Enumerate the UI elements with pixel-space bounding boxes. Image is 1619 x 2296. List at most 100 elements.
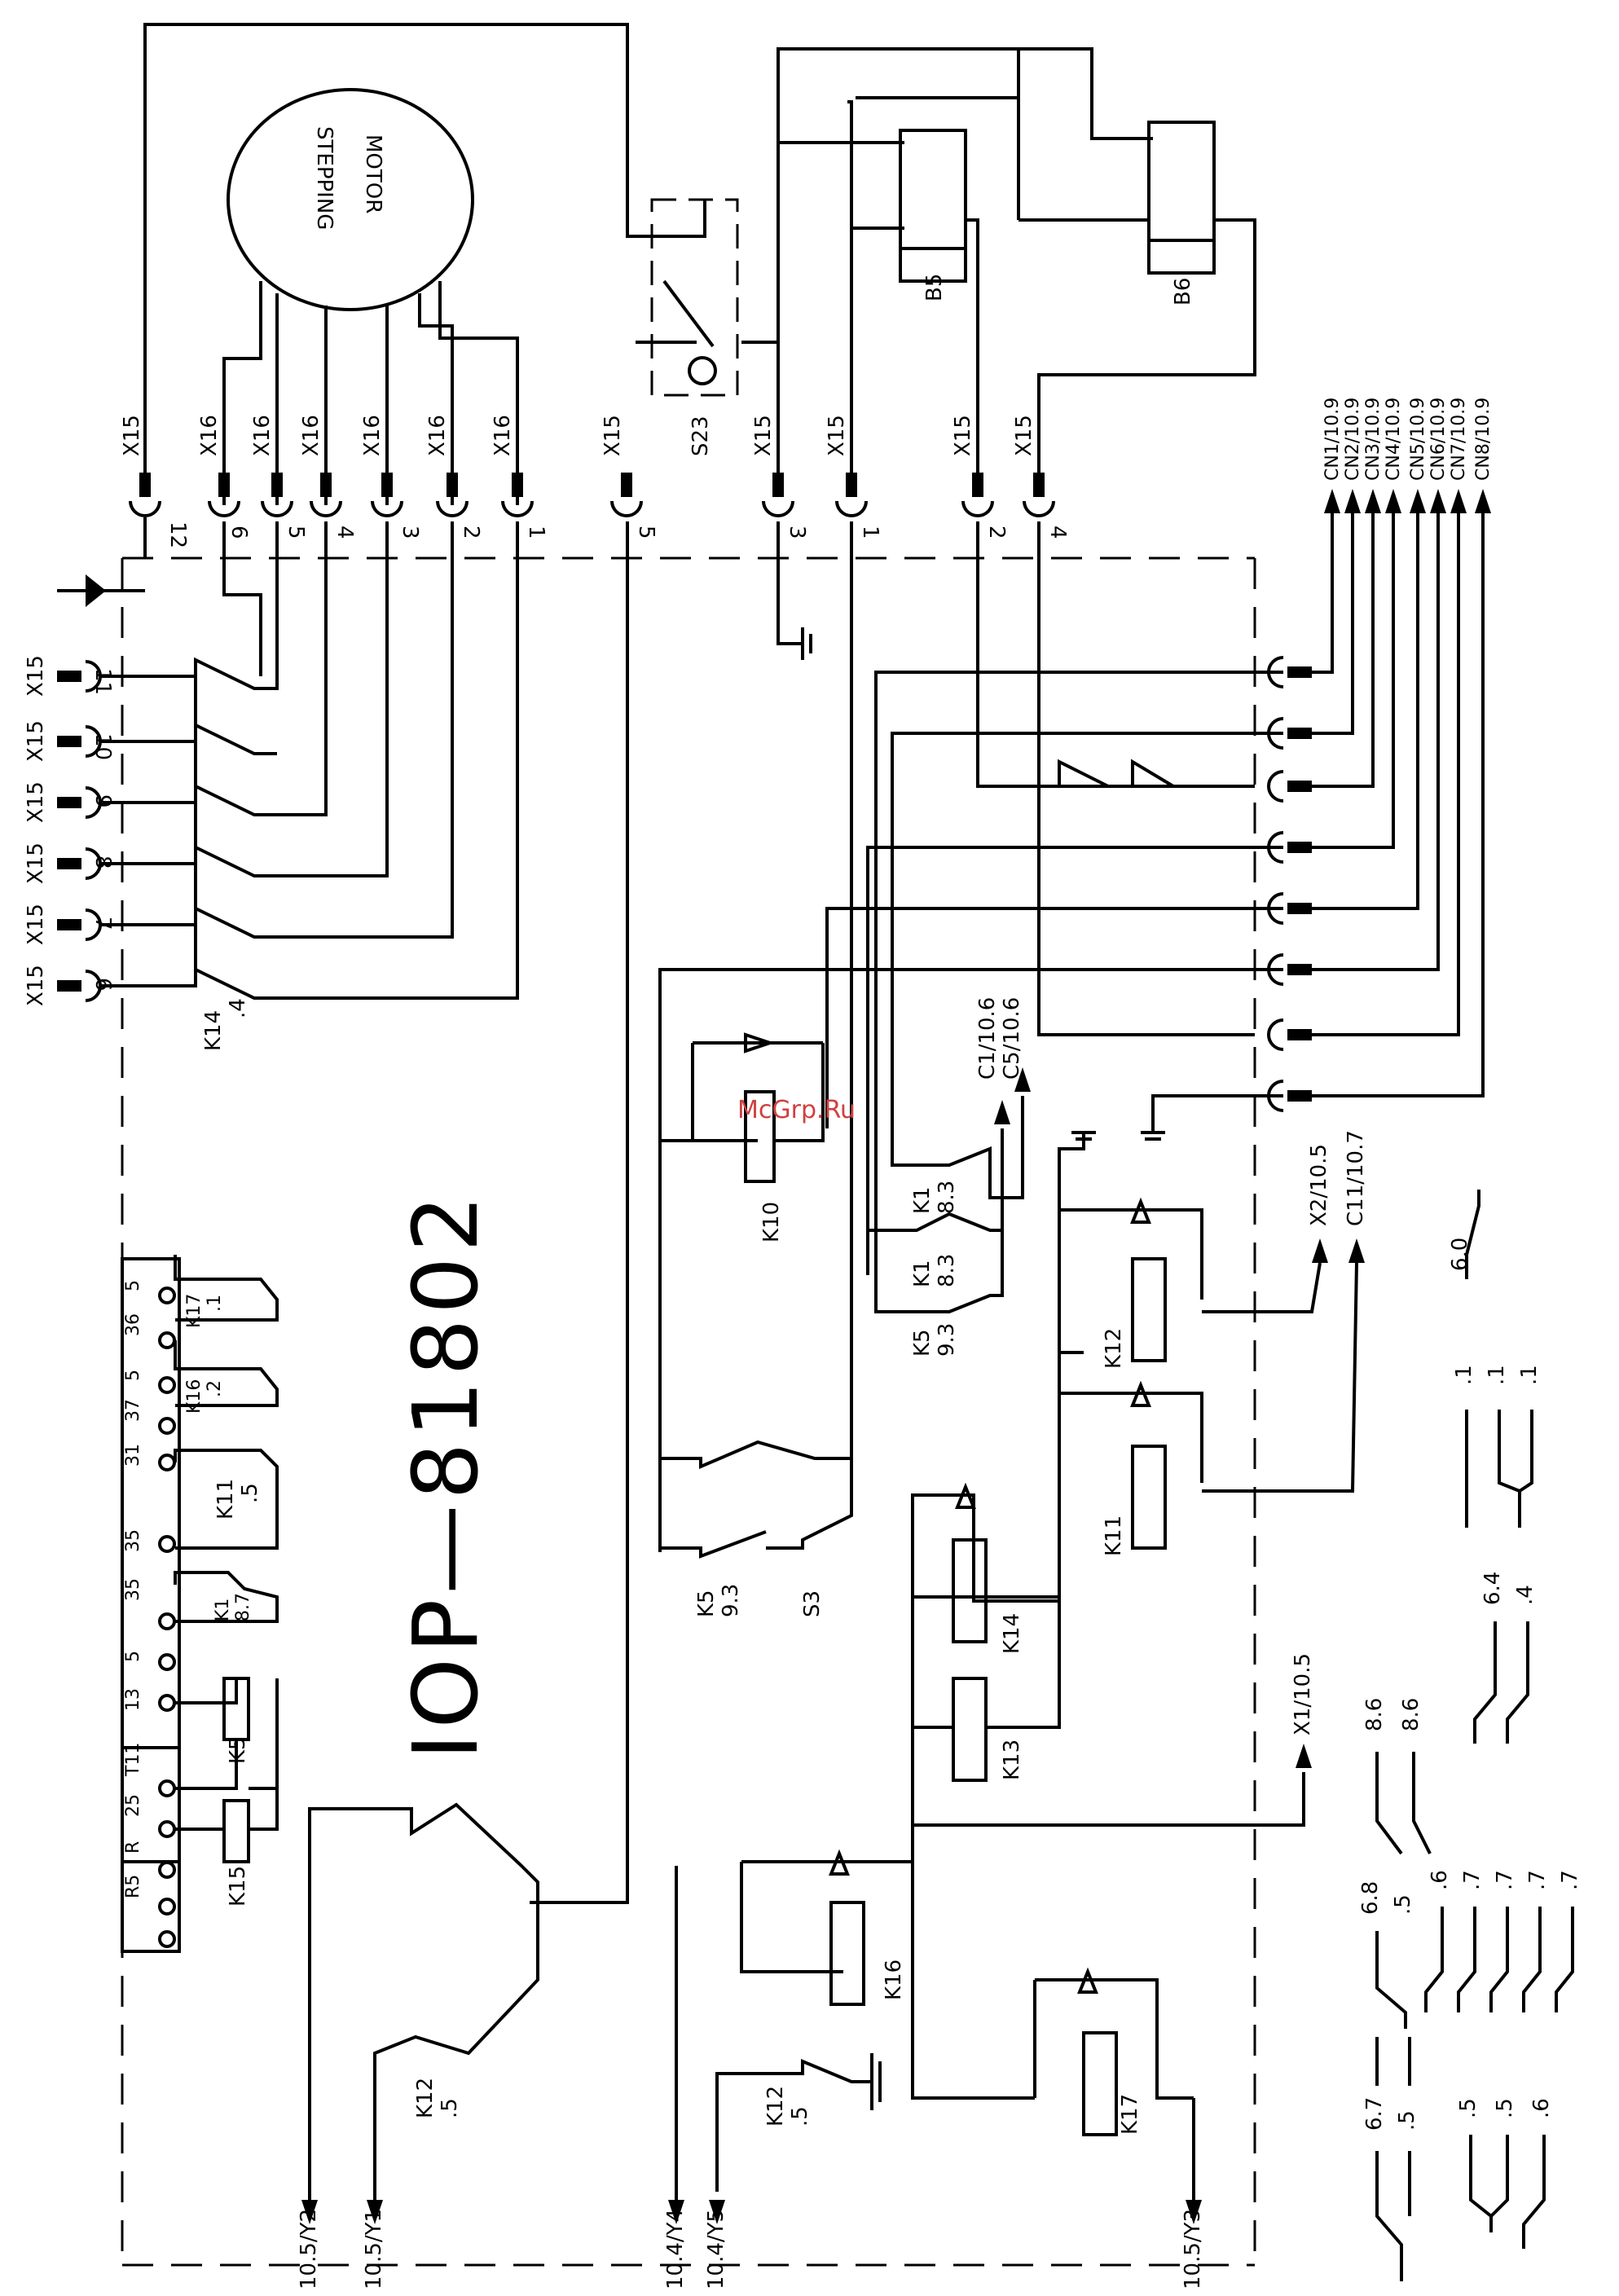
k5-93b-ref: 9.3 — [719, 1584, 743, 1617]
motor-leads — [222, 281, 519, 505]
k14-coil — [952, 1538, 988, 1643]
y2-ref: 10.5/Y2 — [297, 2209, 321, 2289]
top-connector-row: X15 12 X16 6 X16 5 X16 4 X16 3 — [120, 415, 1070, 548]
k1-87-name: K1 — [213, 1599, 233, 1621]
svg-text:11: 11 — [90, 668, 115, 695]
y5-ref: 10.4/Y5 — [704, 2209, 728, 2289]
svg-text:X16: X16 — [491, 415, 515, 456]
k1-83a-name: K1 — [910, 1186, 935, 1214]
connector-x15-5: X15 5 — [601, 415, 658, 539]
x1-ref: X1/10.5 — [1291, 1653, 1315, 1735]
ref-k12-3: .1 — [1517, 1365, 1542, 1385]
cn8-label: CN8/10.9 — [1473, 398, 1494, 481]
svg-text:3: 3 — [398, 526, 422, 539]
svg-text:3: 3 — [785, 526, 809, 539]
ref-k16-0: 6.8 — [1358, 1881, 1383, 1915]
cn8-arrow — [1475, 489, 1491, 513]
svg-text:X16: X16 — [425, 415, 450, 456]
cn-socket-3 — [1267, 770, 1312, 803]
document-id: IOP—81802 — [394, 1190, 498, 1760]
c1-ref: C1/10.6 — [975, 997, 1000, 1080]
svg-text:X16: X16 — [299, 415, 323, 456]
k14-contact-block: K14 .4 — [57, 521, 519, 1051]
k12-5a-ref: .5 — [438, 2098, 462, 2118]
cn2-label: CN2/10.9 — [1343, 398, 1363, 481]
ref-k13-1: 8.6 — [1399, 1698, 1423, 1731]
terminal-35b: 35 — [123, 1578, 143, 1601]
cn2-arrow — [1344, 489, 1361, 513]
ref-k14-3: .7 — [1525, 1870, 1550, 1890]
terminal-36: 36 — [123, 1313, 143, 1336]
terminal-13: 13 — [123, 1688, 143, 1711]
x2-ref: X2/10.5 — [1307, 1144, 1331, 1226]
k16-k17-block: K16 K17 10.5/Y3 10.4/Y4 10.4/Y5 K12 .5 — [663, 1829, 1205, 2289]
svg-text:X15: X15 — [24, 904, 48, 945]
svg-text:1: 1 — [858, 526, 882, 539]
terminal-35a: 35 — [123, 1529, 143, 1552]
cn7-arrow — [1450, 489, 1467, 513]
ref-k12-0: 6.0 — [1448, 1238, 1472, 1271]
k11-label: K11 — [1102, 1515, 1126, 1556]
connector-x15-7: X15 7 — [24, 904, 115, 945]
connector-x16-2: X16 2 — [425, 415, 483, 539]
connector-x15-4: X15 4 — [1012, 415, 1070, 539]
svg-text:X15: X15 — [24, 720, 48, 762]
k12-5b-name: K12 — [763, 2086, 788, 2127]
svg-text:10: 10 — [90, 733, 115, 760]
svg-text:2: 2 — [459, 526, 483, 539]
k12-5a-name: K12 — [413, 2078, 438, 2118]
terminal-5-b: 5 — [123, 1370, 143, 1381]
connector-x16-6: X16 6 — [197, 415, 251, 539]
k17-contact-ref: .1 — [205, 1295, 225, 1312]
left-connector-column: X15 11 X15 10 X15 9 X15 8 X15 7 — [24, 655, 115, 1006]
ref-k14-4: .7 — [1558, 1870, 1582, 1890]
k16-contact-ref: .2 — [205, 1380, 225, 1397]
connector-x15-11: X15 11 — [24, 655, 115, 697]
cn5-arrow — [1410, 489, 1426, 513]
cn5-label: CN5/10.9 — [1408, 398, 1428, 481]
ref-k12-2: .1 — [1485, 1365, 1509, 1385]
k1-87-ref: 8.7 — [233, 1593, 253, 1621]
terminal-r: R — [123, 1841, 143, 1854]
terminal-37: 37 — [123, 1399, 143, 1422]
cn6-arrow — [1430, 489, 1446, 513]
motor-label-line1: STEPPING — [312, 126, 337, 230]
k10-block: K10 McGrp.Ru — [658, 917, 856, 1243]
svg-text:1: 1 — [524, 526, 548, 539]
k12-coil — [1131, 1257, 1167, 1362]
svg-text:X16: X16 — [360, 415, 385, 456]
k5-93a-name: K5 — [910, 1329, 935, 1357]
connector-x15-3: X15 3 — [751, 415, 809, 539]
k14-contact-ref: .4 — [226, 998, 250, 1018]
svg-text:4: 4 — [1045, 526, 1070, 539]
connector-x16-4: X16 4 — [299, 415, 357, 539]
k1-83b-ref: 8.3 — [935, 1254, 959, 1287]
svg-text:6: 6 — [227, 526, 251, 539]
terminal-block: 5 36 5 37 31 35 35 5 13 T11 25 R R5 K17 … — [121, 1255, 279, 1953]
connector-x15-2: X15 2 — [951, 415, 1009, 539]
k12-label: K12 — [1102, 1328, 1126, 1369]
terminal-5-c: 5 — [123, 1651, 143, 1662]
ref-k14-2: .7 — [1493, 1870, 1517, 1890]
cn1-label: CN1/10.9 — [1322, 398, 1343, 481]
k10-coil — [744, 1090, 776, 1183]
b5-label: B5 — [922, 274, 947, 301]
ref-k14-0: .6 — [1428, 1870, 1452, 1890]
y4-ref: 10.4/Y4 — [663, 2209, 688, 2289]
connector-x15-8: X15 8 — [24, 842, 115, 884]
contact-reference-table: 6.0 .1 .1 .1 6.4 .4 8.6 8.6 .6 .7 .7 .7 … — [1358, 1190, 1582, 2281]
cn1-arrow — [1324, 489, 1340, 513]
cn3-arrow — [1365, 489, 1381, 513]
svg-text:X15: X15 — [1012, 415, 1036, 456]
k17-label: K17 — [1118, 2094, 1142, 2135]
k1-k5-contacts: K1 8.3 K1 8.3 K5 9.3 C1/10.6 C5/10.6 — [868, 997, 1031, 1357]
connector-x16-3: X16 3 — [360, 415, 422, 539]
k16-contact-name: K16 — [184, 1379, 205, 1414]
ref-k17-2: .5 — [1456, 2098, 1480, 2118]
connector-x15-10: X15 10 — [24, 720, 115, 762]
k10-label: K10 — [759, 1202, 784, 1243]
y1-ref: 10.5/Y1 — [362, 2209, 386, 2289]
k5-93b-name: K5 — [694, 1590, 719, 1617]
svg-text:2: 2 — [984, 526, 1009, 539]
ref-k17-1: .5 — [1395, 2110, 1419, 2131]
